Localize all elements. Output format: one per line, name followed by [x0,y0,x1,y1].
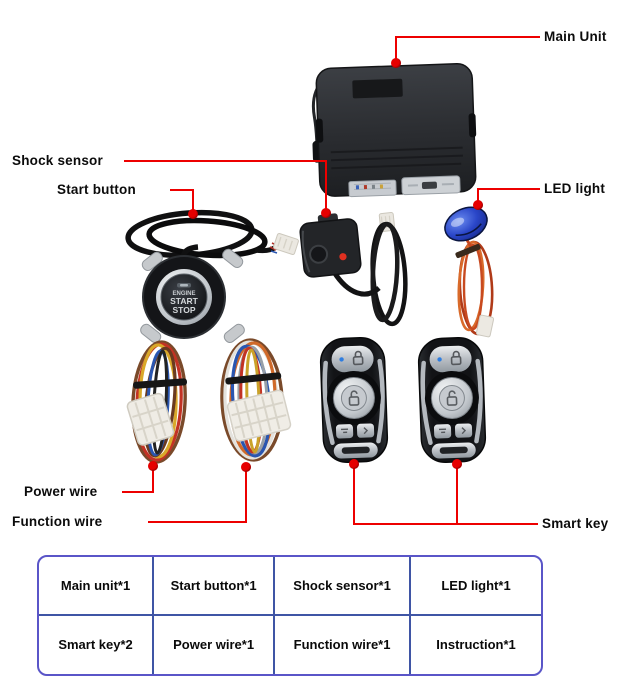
key-button-left [335,424,354,439]
callout-line-main-unit-v [395,36,397,62]
shock-sensor-image [299,212,408,327]
label-power-wire: Power wire [24,484,98,499]
sensor-led [339,253,347,261]
callout-line-start-button [170,189,194,191]
label-shock-sensor: Shock sensor [12,153,103,168]
lock-icon [450,350,462,366]
key-button-left [433,424,452,439]
table-cell-start-button: Start button*1 [154,557,276,616]
power-wire-connector [126,392,175,446]
callout-line-shock-sensor-v [325,160,327,212]
function-wire-image [220,338,292,462]
callout-line-smart-key-v1 [353,467,355,525]
callout-dot-shock-sensor [321,208,331,218]
start-button-image: ENGINE START STOP [125,209,299,343]
callout-line-shock-sensor [124,160,327,162]
start-button-text-stop: STOP [173,305,196,315]
unlock-icon [446,390,458,406]
function-wire-tie [225,372,282,385]
callout-line-smart-key [353,523,538,525]
shock-sensor-cable [331,212,408,327]
callout-dot-function-wire [241,462,251,472]
callout-line-led-light [478,188,540,190]
callout-line-led-light-v [477,188,479,204]
callout-line-start-button-v [192,189,194,213]
sensitivity-dial [309,244,329,264]
led-connector [475,314,495,338]
callout-dot-smart-key-1 [349,459,359,469]
contents-table: Main unit*1 Start button*1 Shock sensor*… [37,555,543,676]
start-button-text-engine: ENGINE [172,291,195,297]
led-head [444,206,488,242]
function-wire-connector [226,389,292,442]
table-cell-shock-sensor: Shock sensor*1 [275,557,412,616]
smart-key-1 [319,336,389,464]
key-button-right [356,423,375,438]
key-led-dot [437,357,442,362]
table-cell-main-unit: Main unit*1 [39,557,155,616]
table-cell-led-light: LED light*1 [411,557,541,616]
key-slot [439,446,468,454]
unit-connector-small [348,179,397,198]
callout-line-smart-key-v2 [456,467,458,525]
label-main-unit: Main Unit [544,29,607,44]
key-button-right [454,423,473,438]
unit-label-recess [352,78,403,99]
power-wire-tie [133,378,188,389]
table-cell-power-wire: Power wire*1 [154,615,276,674]
key-led-dot [339,357,344,362]
callout-line-function-wire [148,521,247,523]
start-button-text-start: START [170,296,199,306]
table-cell-smart-key: Smart key*2 [39,615,155,674]
label-smart-key: Smart key [542,516,609,531]
label-start-button: Start button [57,182,136,197]
smart-key-2 [417,336,487,464]
main-unit-image [311,63,477,198]
callout-dot-start-button [188,209,198,219]
callout-dot-power-wire [148,461,158,471]
callout-line-main-unit [396,36,540,38]
lock-icon [352,350,364,366]
power-wire-image [126,340,188,464]
led-light-image [444,206,495,338]
callout-dot-smart-key-2 [452,459,462,469]
unit-connector-large [401,175,461,196]
label-led-light: LED light [544,181,606,196]
callout-line-function-wire-v [245,470,247,523]
callout-line-power-wire-v [152,469,154,493]
unlock-icon [348,390,360,406]
callout-dot-main-unit [391,58,401,68]
table-cell-function-wire: Function wire*1 [275,615,412,674]
label-function-wire: Function wire [12,514,103,529]
key-slot [341,446,370,454]
table-cell-instruction: Instruction*1 [436,637,516,653]
start-cable-connector [273,233,299,255]
callout-line-power-wire [122,491,154,493]
callout-dot-led-light [473,200,483,210]
